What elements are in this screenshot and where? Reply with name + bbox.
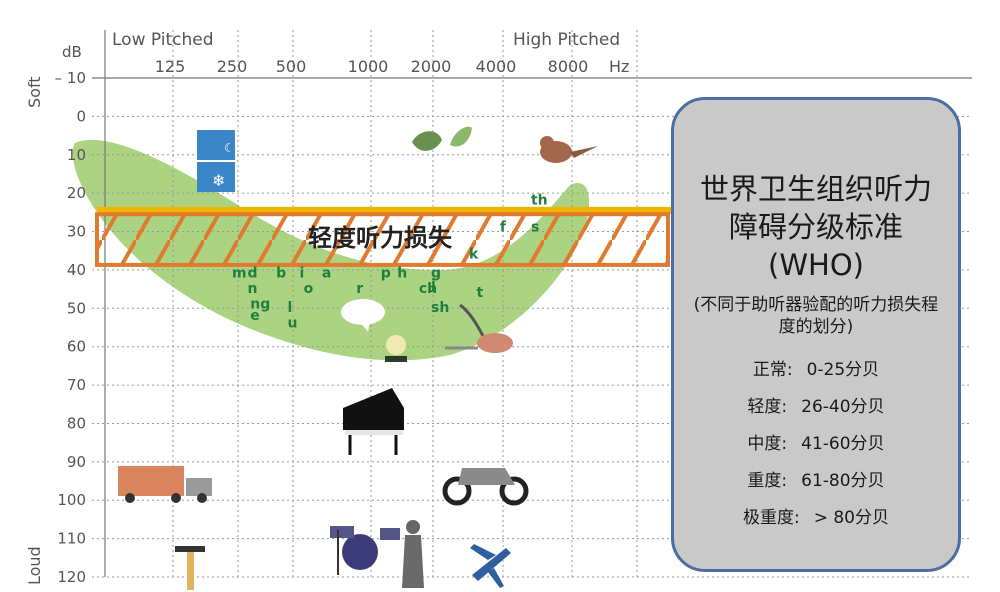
who-level-name: 重度:	[747, 471, 788, 491]
low-pitched-label: Low Pitched	[112, 30, 214, 50]
truck-icon	[118, 466, 212, 503]
motorcycle-icon	[442, 468, 529, 506]
speech-sound-label: u	[288, 316, 298, 332]
bird-icon	[540, 136, 598, 163]
y-tick-label: 20	[67, 184, 86, 202]
who-standard-panel: 世界卫生组织听力障碍分级标准(WHO) (不同于助听器验配的听力损失程度的划分)…	[671, 97, 961, 572]
who-level-range: 26-40分贝	[801, 397, 885, 417]
speech-sound-label: o	[304, 281, 314, 297]
speech-sound-label: e	[250, 308, 259, 324]
x-tick-label: 1000	[348, 57, 389, 76]
speech-sound-label: k	[469, 246, 479, 262]
y-tick-label: 100	[57, 491, 86, 509]
who-level-range: > 80分贝	[813, 508, 889, 528]
y-tick-label: 110	[57, 530, 86, 548]
loud-label: Loud	[25, 546, 44, 585]
y-tick-label: 80	[67, 414, 86, 432]
soft-label: Soft	[25, 76, 44, 108]
speech-sound-label: b	[276, 266, 286, 282]
who-levels-list: 正常: 0-25分贝 轻度: 26-40分贝 中度: 41-60分贝 重度: 6…	[674, 352, 958, 537]
speech-sound-label: s	[531, 220, 539, 236]
speech-sound-label: h	[397, 266, 407, 282]
speech-sound-label: n	[248, 281, 258, 297]
mild-loss-band	[95, 212, 670, 267]
y-tick-label: 0	[76, 107, 86, 125]
speech-sound-label: th	[531, 193, 548, 209]
airplane-icon	[470, 544, 511, 588]
who-level-range: 41-60分贝	[801, 434, 885, 454]
y-tick-label: 70	[67, 376, 86, 394]
x-tick-label: 125	[155, 57, 186, 76]
y-tick-label: 90	[67, 453, 86, 471]
speech-bubble-icon	[341, 299, 385, 332]
x-tick-label: 250	[217, 57, 248, 76]
speech-sound-label: p	[381, 266, 391, 282]
who-level-row: 轻度: 26-40分贝	[674, 389, 958, 426]
speech-sound-label: m	[232, 266, 247, 282]
y-axis-ticks: – 10 0 10 20 30 40 50 60 70 80 90 100 110 120	[55, 69, 86, 586]
who-panel-subtitle: (不同于助听器验配的听力损失程度的划分)	[693, 295, 939, 337]
x-tick-label: 2000	[411, 57, 452, 76]
x-unit-label: Hz	[609, 57, 629, 76]
speech-sound-label: d	[248, 266, 258, 282]
high-pitched-label: High Pitched	[513, 30, 620, 50]
speech-sound-label: ch	[419, 281, 437, 297]
svg-text:❄: ❄	[212, 171, 225, 190]
lamp-icon	[385, 335, 407, 362]
clock-icon: ❄ ☾	[197, 130, 235, 192]
y-tick-label: – 10	[55, 69, 86, 87]
x-tick-label: 500	[276, 57, 307, 76]
who-panel-title: 世界卫生组织听力障碍分级标准(WHO)	[699, 172, 932, 282]
y-tick-label: 30	[67, 223, 86, 241]
who-level-name: 中度:	[747, 434, 788, 454]
who-level-row: 重度: 61-80分贝	[674, 463, 958, 500]
who-level-row: 中度: 41-60分贝	[674, 426, 958, 463]
who-level-range: 0-25分贝	[806, 360, 880, 380]
grid	[92, 30, 972, 578]
who-level-range: 61-80分贝	[801, 471, 885, 491]
speech-sound-label: t	[477, 285, 484, 301]
x-tick-label: 8000	[548, 57, 589, 76]
x-tick-label: 4000	[476, 57, 517, 76]
vacuum-cleaner-icon	[445, 303, 513, 353]
speech-sound-label: i	[300, 266, 305, 282]
leaf-icon	[412, 126, 472, 151]
y-tick-label: 10	[67, 146, 86, 164]
svg-text:☾: ☾	[224, 141, 235, 155]
speech-sound-label: l	[288, 300, 293, 316]
speech-sound-label: sh	[431, 300, 449, 316]
speech-sound-label: j	[430, 277, 436, 293]
who-level-row: 正常: 0-25分贝	[674, 352, 958, 389]
mild-loss-label: 轻度听力损失	[308, 224, 453, 252]
speech-sound-label: f	[500, 220, 507, 236]
speech-sound-label: ng	[250, 296, 270, 312]
speech-sound-label: g	[431, 266, 441, 282]
y-unit-label: dB	[62, 43, 82, 61]
y-tick-label: 60	[67, 338, 86, 356]
piano-icon	[343, 388, 404, 455]
who-level-row: 极重度: > 80分贝	[674, 500, 958, 537]
jackhammer-icon	[175, 546, 205, 590]
drum-kit-icon	[330, 526, 400, 575]
x-axis-ticks: 125 250 500 1000 2000 4000 8000	[155, 57, 589, 76]
who-level-name: 轻度:	[747, 397, 788, 417]
who-level-name: 极重度:	[742, 508, 800, 528]
y-tick-label: 120	[57, 568, 86, 586]
y-tick-label: 40	[67, 261, 86, 279]
speech-sound-label: r	[356, 281, 363, 297]
who-level-name: 正常:	[752, 360, 793, 380]
singer-icon	[402, 520, 424, 588]
y-tick-label: 50	[67, 299, 86, 317]
speech-sound-label: a	[322, 266, 331, 282]
